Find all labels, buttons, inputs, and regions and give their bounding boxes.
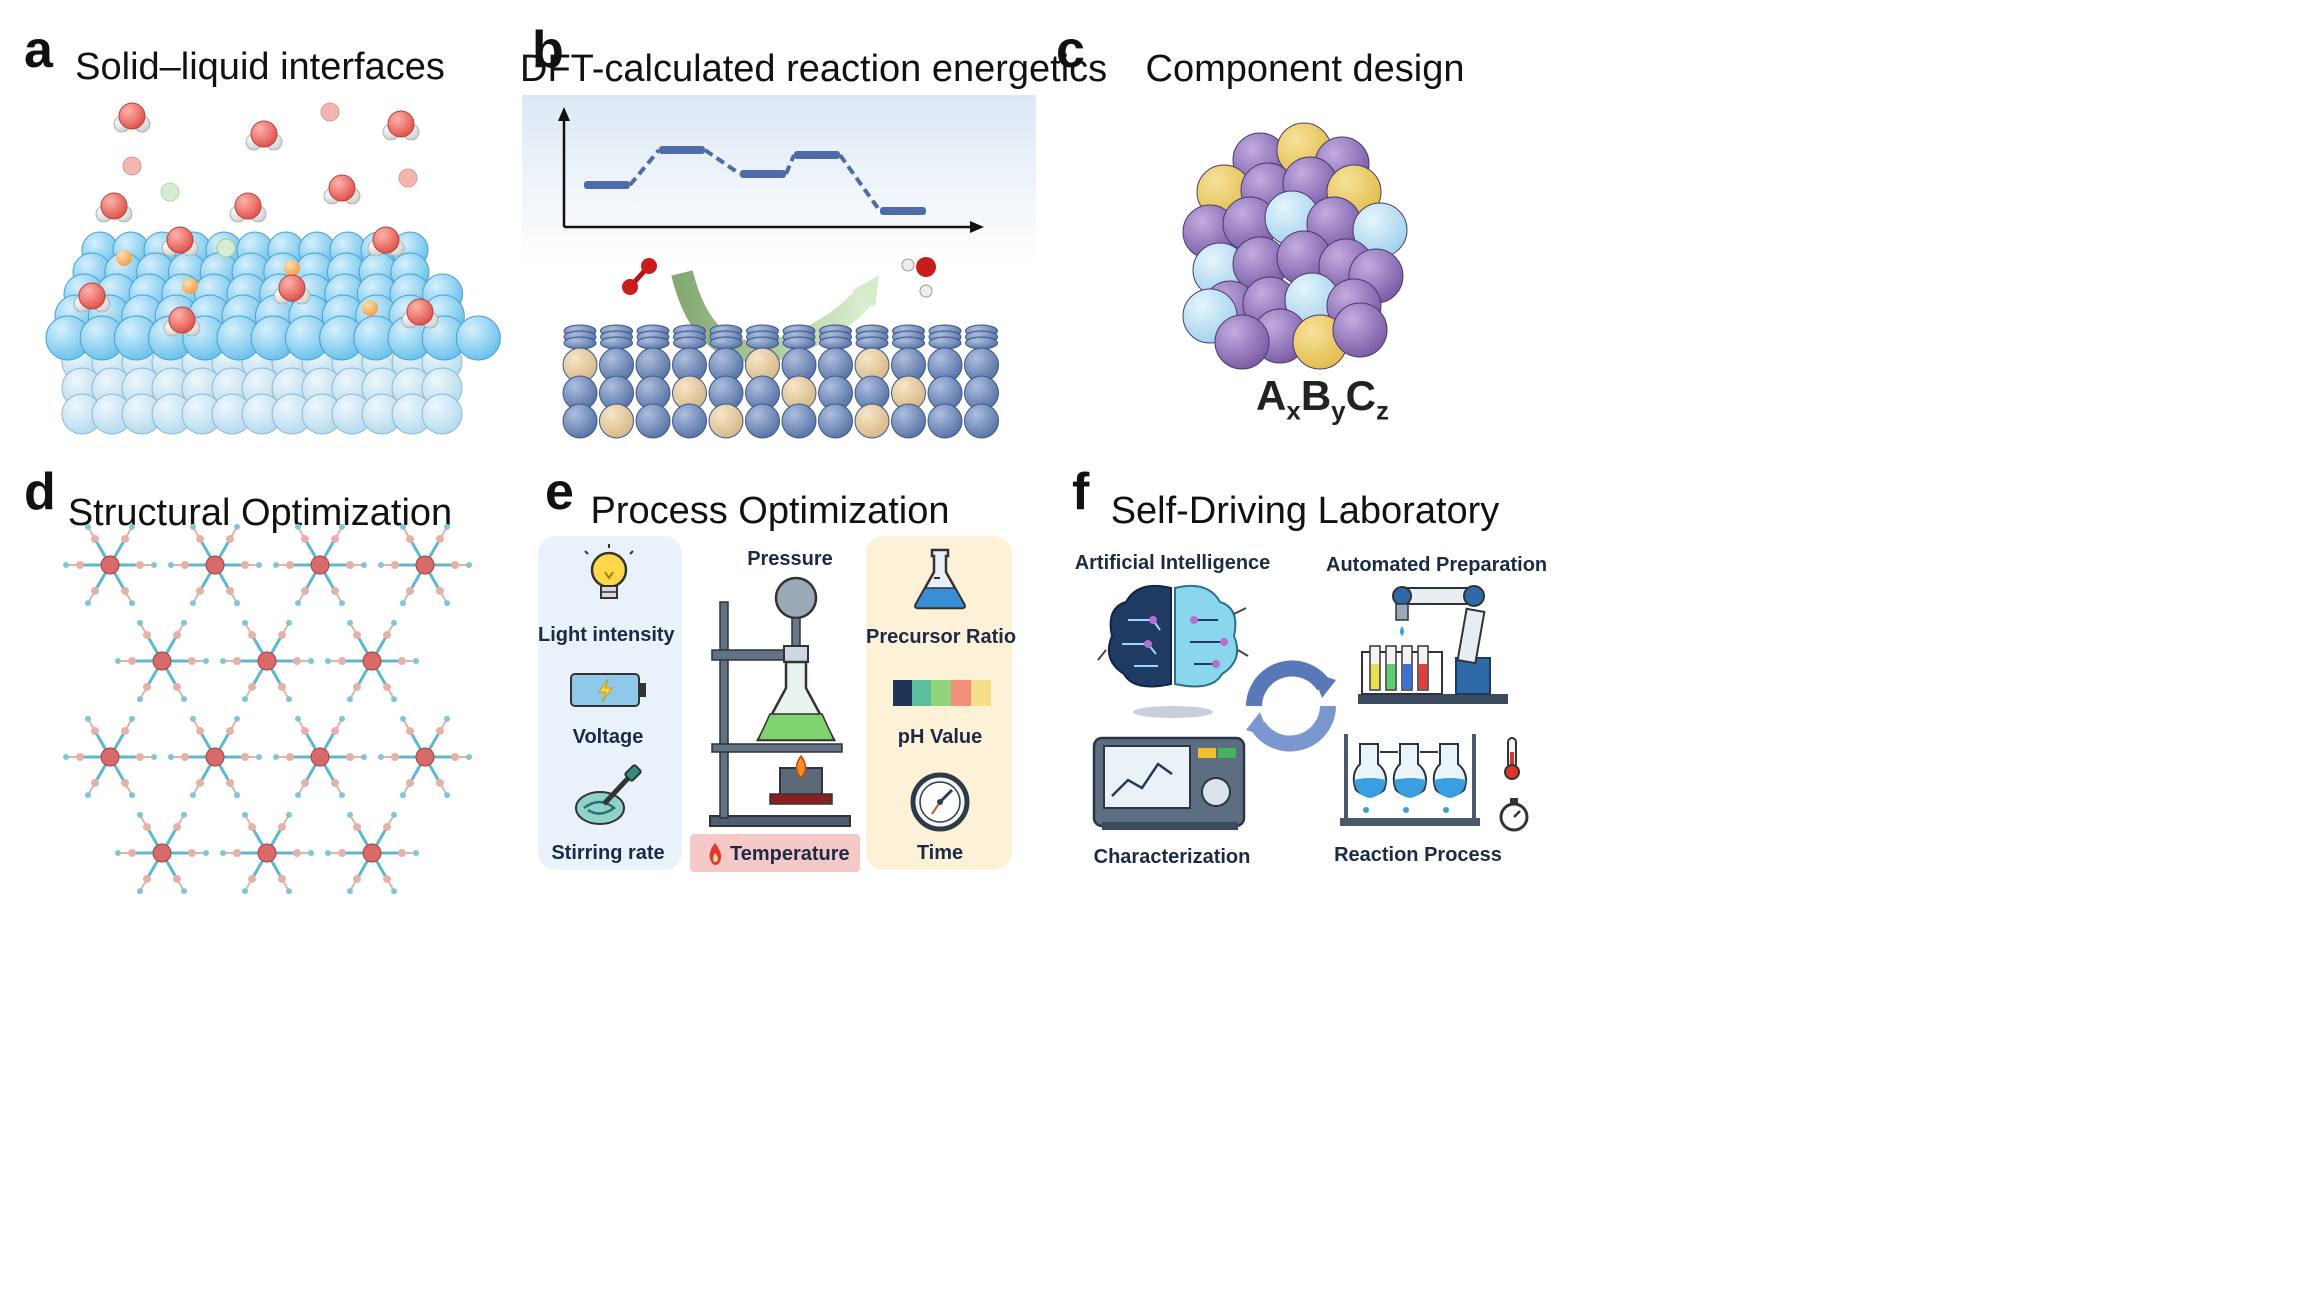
water-molecule-icon — [163, 306, 201, 337]
artificial-intelligence-label: Artificial Intelligence — [1074, 552, 1271, 574]
reaction-apparatus-illustration — [709, 576, 851, 827]
robot-base — [1358, 694, 1508, 704]
metal-node — [362, 651, 382, 671]
water-molecule-icon — [95, 192, 133, 223]
oxygen-molecule-icon — [622, 258, 657, 295]
energy-diagram-background — [522, 95, 1036, 265]
temperature-label: Temperature — [730, 843, 850, 865]
energy-pathway — [628, 148, 882, 213]
framework-structure-illustration — [63, 523, 472, 895]
panel-d-title: Structural Optimization — [67, 492, 453, 534]
proton-icon — [320, 102, 340, 122]
light-intensity-label: Light intensity — [538, 624, 675, 646]
panel-b-letter: b — [532, 21, 564, 79]
panel-c-letter: c — [1056, 21, 1085, 79]
cluster-atom — [1332, 302, 1388, 358]
energy-diagram-illustration — [522, 95, 1036, 439]
retort-stand — [719, 601, 729, 819]
stirring-rate-label: Stirring rate — [551, 842, 665, 864]
panel-c-title: Component design — [1145, 48, 1465, 90]
automated-preparation-label: Automated Preparation — [1326, 554, 1548, 576]
metal-node — [257, 843, 277, 863]
characterization-label: Characterization — [1093, 846, 1251, 868]
panel-a-letter: a — [24, 21, 53, 79]
ph-strip-icon — [893, 680, 991, 706]
water-molecule-icon — [229, 192, 267, 223]
reaction-process-label: Reaction Process — [1334, 844, 1502, 866]
water-molecule-icon — [245, 120, 283, 151]
metal-node — [100, 747, 120, 767]
metal-node — [152, 651, 172, 671]
panel-a-title: Solid–liquid interfaces — [75, 46, 445, 88]
metal-node — [310, 747, 330, 767]
metal-node — [205, 555, 225, 575]
analyzer-icon — [1092, 736, 1246, 830]
stopwatch-icon — [1499, 798, 1529, 832]
reactor-icon — [1340, 734, 1480, 826]
energy-levels — [584, 146, 926, 215]
water-molecule-icon — [161, 226, 199, 257]
metal-node — [100, 555, 120, 575]
flame-icon — [709, 843, 722, 865]
flame-icon — [795, 754, 807, 780]
ph-value-label: pH Value — [897, 726, 983, 748]
panel-f-title: Self-Driving Laboratory — [1110, 490, 1500, 532]
panel-e-letter: e — [545, 463, 574, 521]
panel-d-letter: d — [24, 463, 56, 521]
brain-icon — [1097, 584, 1249, 718]
metal-node — [415, 747, 435, 767]
metal-slab — [45, 231, 501, 435]
thermometer-icon — [1504, 737, 1520, 780]
ion-icon — [160, 182, 180, 202]
battery-icon — [570, 673, 646, 707]
stirrer-icon — [575, 764, 642, 825]
proton-icon — [398, 168, 418, 188]
metal-node — [205, 747, 225, 767]
water-molecule-icon — [323, 174, 361, 205]
cluster-atom — [1214, 314, 1270, 370]
water-molecule-icon — [367, 226, 405, 257]
water-molecule-icon — [382, 110, 420, 141]
water-molecule-icon — [113, 102, 151, 133]
cycle-arrows-icon — [1246, 660, 1336, 752]
catalyst-slab — [562, 324, 999, 439]
beaker-flask-icon — [914, 548, 966, 610]
water-molecule-icon — [73, 282, 111, 313]
robot-arm-icon — [1358, 585, 1508, 704]
metal-node — [415, 555, 435, 575]
composition-formula: AxByCz — [1256, 372, 1389, 426]
metal-node — [257, 651, 277, 671]
panel-e-title: Process Optimization — [590, 490, 950, 532]
water-product-icon — [901, 257, 936, 298]
pressure-label: Pressure — [747, 548, 833, 570]
framework-bonds — [63, 523, 472, 895]
metal-node — [152, 843, 172, 863]
metal-node — [310, 555, 330, 575]
voltage-label: Voltage — [572, 726, 644, 748]
pressure-gauge-icon — [774, 576, 818, 620]
proton-icon — [122, 156, 142, 176]
precursor-ratio-label: Precursor Ratio — [866, 626, 1017, 648]
alloy-cluster-illustration — [1182, 122, 1408, 370]
solid-liquid-interface-illustration — [45, 102, 501, 435]
clock-icon — [910, 772, 970, 832]
metal-node — [362, 843, 382, 863]
water-molecule-icon — [273, 274, 311, 305]
reaction-arrow — [671, 270, 876, 363]
panel-b-title: DFT-calculated reaction energetics — [520, 48, 1108, 90]
lightbulb-icon — [584, 544, 634, 599]
water-molecule-icon — [401, 298, 439, 329]
time-label: Time — [916, 842, 964, 864]
apparatus-base — [709, 815, 851, 827]
panel-f-letter: f — [1072, 463, 1090, 521]
